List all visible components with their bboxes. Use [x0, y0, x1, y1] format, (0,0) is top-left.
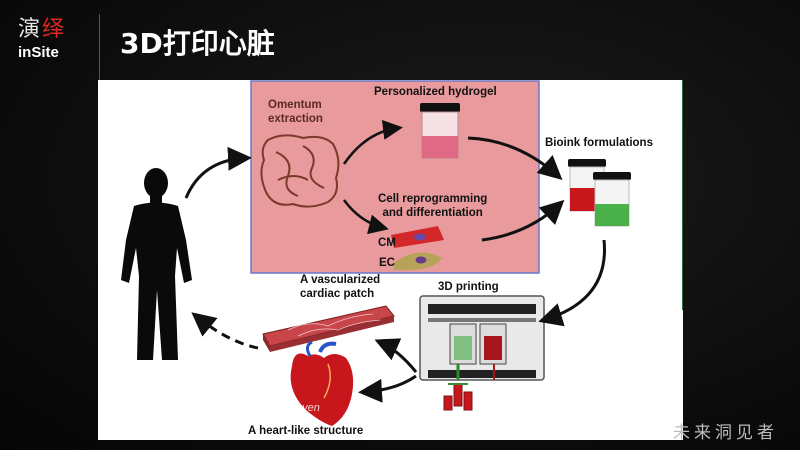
- omentum-tissue-icon: [260, 134, 340, 208]
- arrow-hydrogel-to-bioink: [467, 136, 563, 181]
- header-divider: [99, 14, 100, 84]
- logo-en: inSite: [18, 44, 59, 61]
- heart-icon: [290, 340, 354, 426]
- arrow-printer-to-patch: [374, 338, 418, 373]
- cm-cell-icon: [391, 226, 444, 248]
- arrow-human-to-omentum: [184, 146, 252, 199]
- label-ec: EC: [379, 257, 395, 269]
- figure-panel: Omentum extraction Personalized hydrogel…: [98, 80, 683, 440]
- label-heart: A heart-like structure: [248, 425, 364, 437]
- cardiac-patch-icon: [262, 305, 395, 352]
- label-hydrogel: Personalized hydrogel: [374, 86, 497, 98]
- human-figure-icon: [121, 168, 192, 360]
- logo-cn-second: 绎: [42, 17, 67, 42]
- label-bioink: Bioink formulations: [545, 137, 653, 149]
- overlay-text-right: lior: [428, 402, 443, 414]
- page-title: 3D打印心脏: [120, 27, 275, 60]
- arrow-omentum-to-hydrogel: [342, 119, 403, 165]
- bioink-vials-icon: [568, 159, 631, 227]
- ec-cell-icon: [394, 252, 442, 271]
- printed-structure-icon: [443, 383, 473, 411]
- logo-cn: 演绎: [18, 18, 88, 42]
- arrow-bioink-to-printer: [538, 239, 606, 327]
- label-cm: CM: [378, 237, 396, 249]
- figure-right-edge: [682, 80, 683, 310]
- arrow-omentum-to-cells: [342, 199, 389, 235]
- label-patch: A vascularized cardiac patch: [300, 274, 381, 300]
- label-printing: 3D printing: [438, 281, 499, 293]
- watermark: 未来洞见者: [673, 423, 778, 443]
- hydrogel-jar-icon: [420, 103, 460, 159]
- logo: 演绎 inSite: [18, 18, 88, 62]
- arrow-printer-to-heart: [358, 374, 417, 403]
- label-reprogramming: Cell reprogramming and differentiation: [378, 193, 488, 219]
- logo-cn-first: 演: [18, 17, 43, 42]
- arrow-cells-to-bioink: [481, 199, 565, 242]
- figure-graphics: [121, 80, 683, 426]
- 3d-printer-icon: [419, 295, 545, 381]
- label-omentum: Omentum extraction: [268, 99, 323, 125]
- arrow-patch-to-human: [191, 312, 259, 350]
- overlay-text-left: uven: [296, 402, 320, 414]
